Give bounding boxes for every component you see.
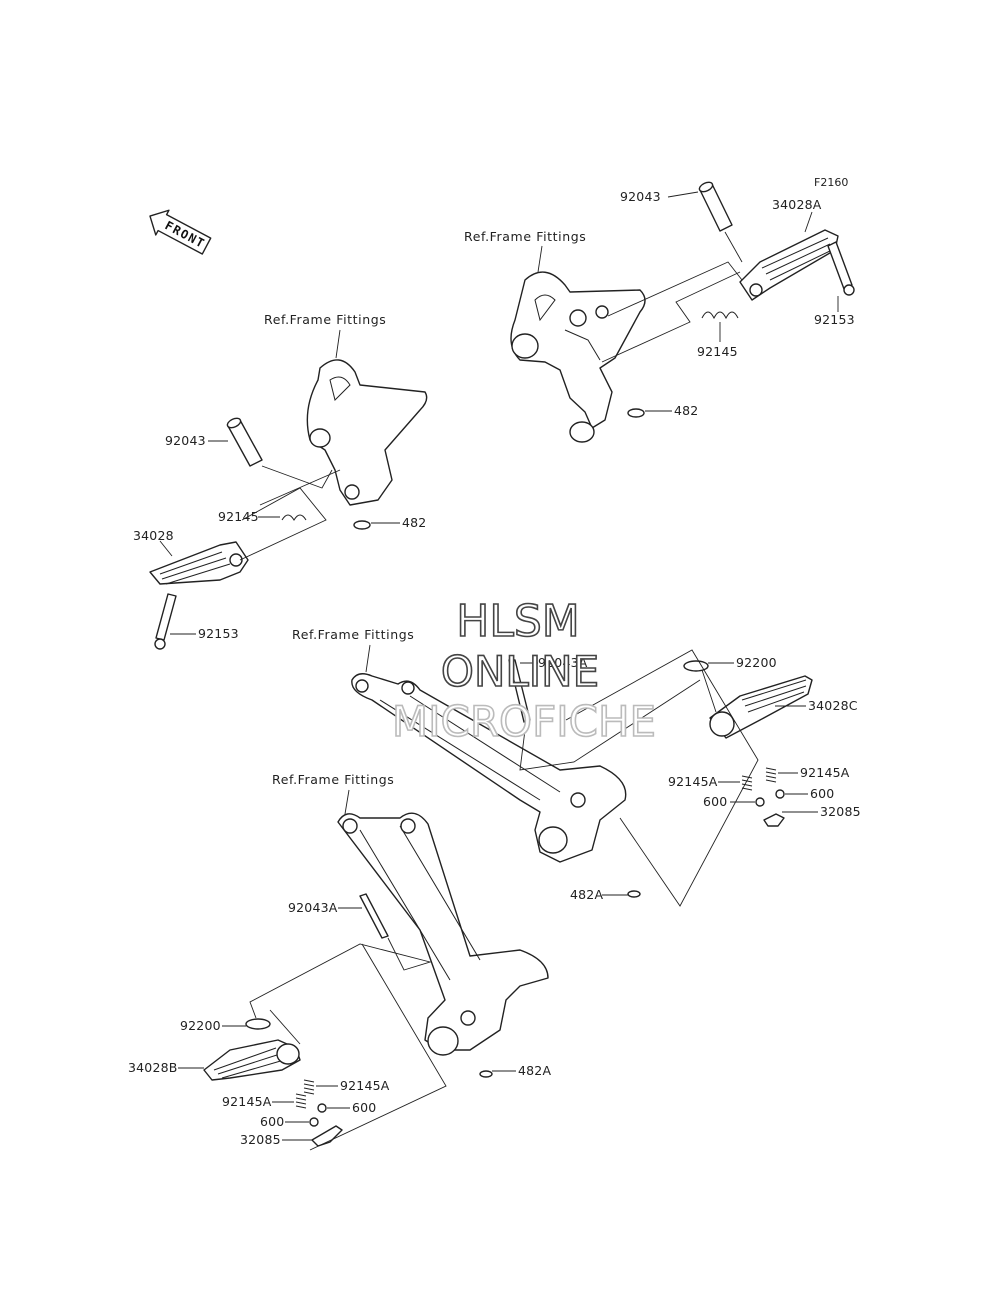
upper-left-assembly: Ref.Frame Fittings 92043 92145 482 (133, 312, 428, 650)
spring-92145-upper-right (701, 311, 739, 320)
callout-482-upper-left: 482 (402, 515, 426, 530)
washer-482-upper-left (353, 520, 371, 530)
pin-92043A-lower-left (359, 893, 389, 939)
spring-92145A-lower-left-right (303, 1079, 315, 1095)
footpeg-34028B (203, 1039, 301, 1081)
washer-482A-lower-right (627, 890, 641, 898)
callout-600-lower-right-left: 600 (703, 794, 727, 809)
watermark-line1: HLSM (456, 596, 580, 647)
callout-482A-lower-left: 482A (518, 1063, 551, 1078)
callout-92200-lower-right: 92200 (736, 655, 777, 670)
lower-left-assembly: Ref.Frame Fittings 92043A 92200 34028B (128, 772, 551, 1151)
callout-92043A-lower-left: 92043A (288, 900, 338, 915)
ball-600-lower-right-left (755, 797, 765, 807)
callout-482-upper-right: 482 (674, 403, 698, 418)
callout-482A-lower-right: 482A (570, 887, 603, 902)
callout-92145A-lower-left-right: 92145A (340, 1078, 390, 1093)
detent-32085-lower-left (311, 1125, 343, 1147)
washer-482-upper-right (627, 408, 645, 418)
callout-32085-lower-right: 32085 (820, 804, 861, 819)
ref-label-lower-right: Ref.Frame Fittings (292, 627, 414, 642)
footpeg-34028 (149, 541, 249, 585)
upper-right-bracket (510, 271, 646, 443)
front-arrow-icon: FRONT (149, 209, 212, 255)
lower-right-assembly: Ref.Frame Fittings 92043A 92200 34028C (292, 627, 861, 907)
callout-34028A: 34028A (772, 197, 822, 212)
callout-32085-lower-left: 32085 (240, 1132, 281, 1147)
spring-92145-upper-left (281, 514, 307, 521)
ball-600-lower-left-right (317, 1103, 327, 1113)
callout-92200-lower-left: 92200 (180, 1018, 221, 1033)
callout-600-lower-left-right: 600 (352, 1100, 376, 1115)
plate-92200-lower-left (245, 1018, 271, 1030)
callout-34028B: 34028B (128, 1060, 178, 1075)
plate-92200-lower-right (683, 660, 709, 672)
detent-32085-lower-right (763, 813, 785, 827)
callout-600-lower-right-right: 600 (810, 786, 834, 801)
callout-92043-upper-left: 92043 (165, 433, 206, 448)
pin-92043A-lower-right (508, 659, 531, 723)
upper-right-assembly: Ref.Frame Fittings 92043 34028A (464, 181, 855, 443)
callout-92145-upper-right: 92145 (697, 344, 738, 359)
pin-92043-upper-right (698, 181, 733, 232)
callout-92153-upper-right: 92153 (814, 312, 855, 327)
pin-92153-upper-right (827, 241, 855, 296)
callout-92145-upper-left: 92145 (218, 509, 259, 524)
callout-92153-upper-left: 92153 (198, 626, 239, 641)
spring-92145A-lower-left-left (295, 1093, 307, 1109)
spring-92145A-lower-right-right (765, 767, 777, 783)
watermark: HLSM ONLINE MICROFICHE (391, 595, 657, 747)
diagram-code: F2160 (814, 176, 848, 189)
footpeg-34028A (739, 229, 839, 301)
ref-label-lower-left: Ref.Frame Fittings (272, 772, 394, 787)
lower-right-bracket (351, 673, 627, 863)
pin-92153-upper-left (154, 593, 177, 650)
ball-600-lower-left-left (309, 1117, 319, 1127)
watermark-line2: ONLINE (441, 647, 599, 696)
watermark-line3: MICROFICHE (392, 697, 656, 746)
callout-92043A-lower-right: 92043A (538, 655, 588, 670)
callout-34028C: 34028C (808, 698, 858, 713)
ref-label-upper-left: Ref.Frame Fittings (264, 312, 386, 327)
pin-92043-upper-left (226, 417, 263, 467)
washer-482A-lower-left (479, 1070, 493, 1078)
callout-92145A-lower-left-left: 92145A (222, 1094, 272, 1109)
ball-600-lower-right-right (775, 789, 785, 799)
callout-92145A-lower-right-right: 92145A (800, 765, 850, 780)
ref-label-upper-right: Ref.Frame Fittings (464, 229, 586, 244)
lower-left-bracket (337, 812, 549, 1056)
callout-92043-upper-right: 92043 (620, 189, 661, 204)
upper-left-bracket (306, 359, 428, 506)
callout-34028: 34028 (133, 528, 174, 543)
footpeg-34028C (709, 675, 813, 739)
callout-600-lower-left-left: 600 (260, 1114, 284, 1129)
callout-92145A-lower-right-left: 92145A (668, 774, 718, 789)
